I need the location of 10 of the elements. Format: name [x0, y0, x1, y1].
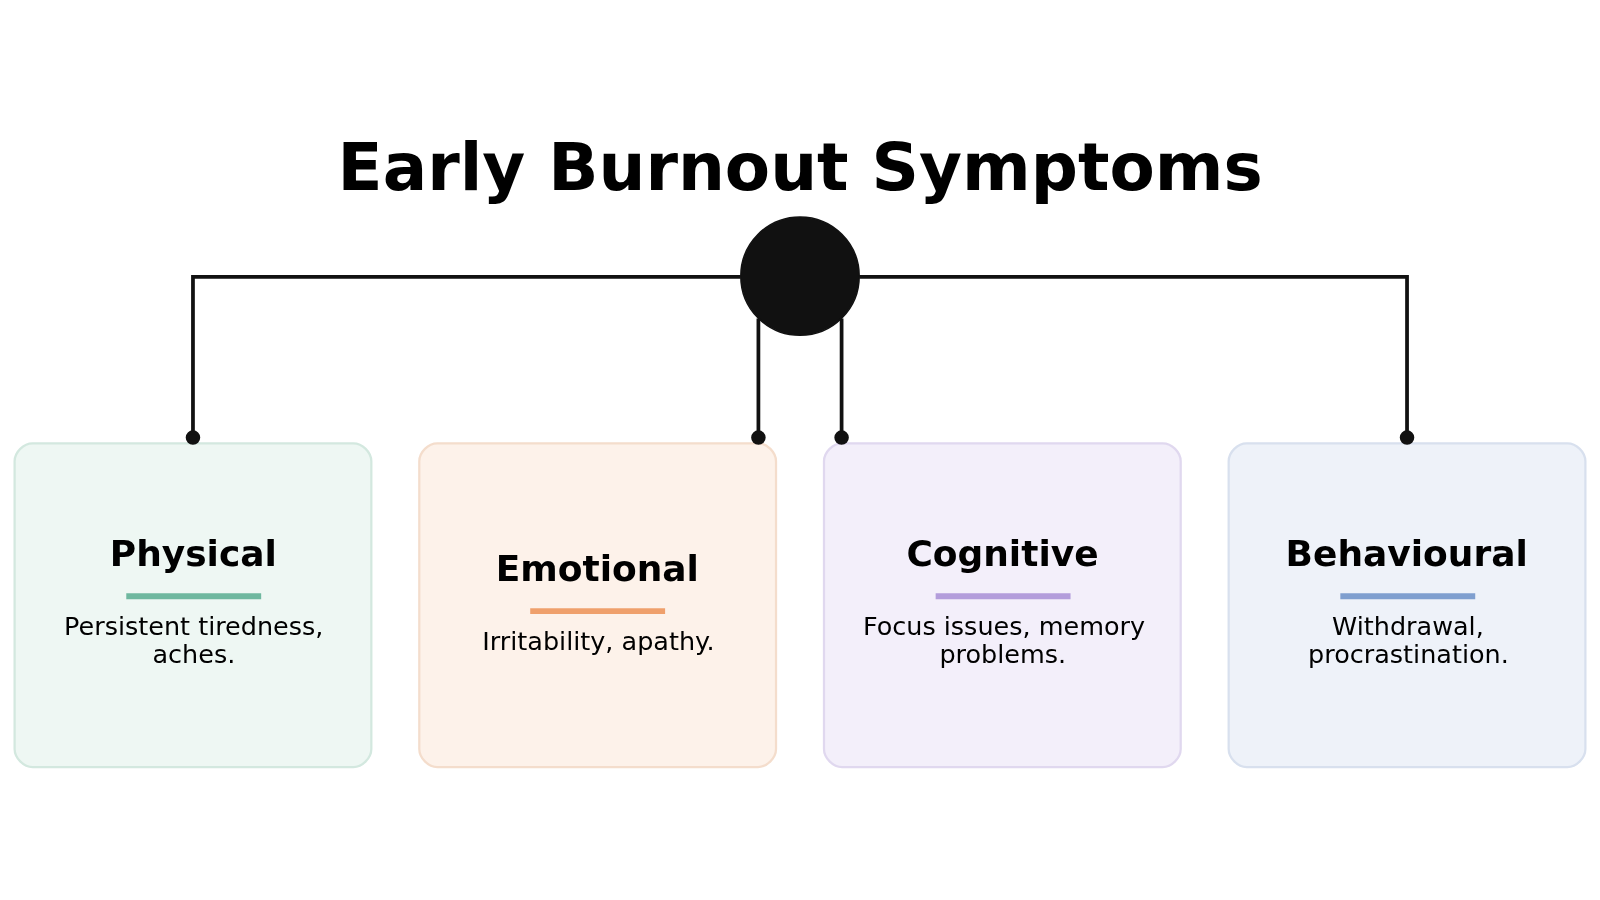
- node-circle: [740, 216, 860, 337]
- node-box: Emotional Irritability, apathy.: [418, 442, 778, 769]
- connector: [185, 275, 741, 445]
- connector: [859, 275, 1415, 445]
- node-box: Behavioural Withdrawal, procrastination.: [1227, 442, 1587, 769]
- connector: [834, 318, 849, 445]
- node-box: Physical Persistent tiredness, aches.: [13, 442, 373, 769]
- diagram-title: Early Burnout Symptoms: [337, 129, 1263, 207]
- connector: [751, 318, 766, 445]
- node-box: Cognitive Focus issues, memory problems.: [822, 442, 1182, 769]
